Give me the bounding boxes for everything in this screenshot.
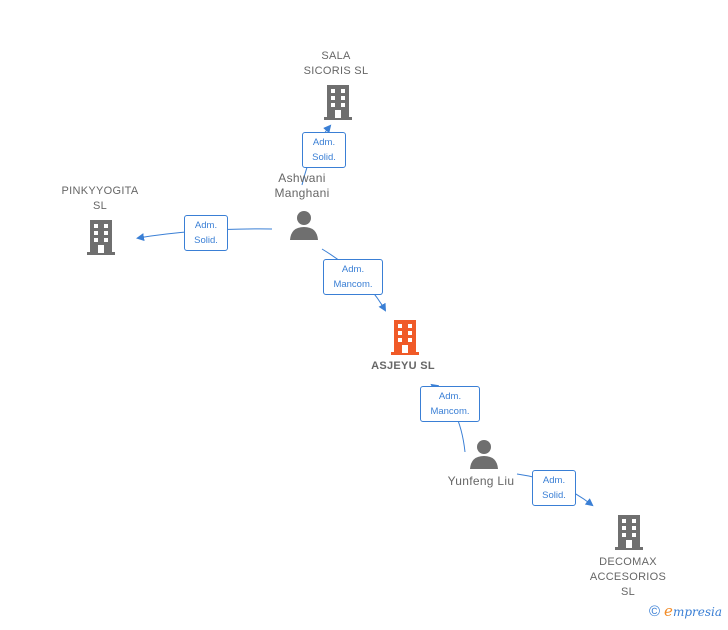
building-icon[interactable] bbox=[322, 84, 354, 120]
person-icon[interactable] bbox=[289, 210, 319, 240]
edge-label-adm-mancom[interactable]: Adm. Mancom. bbox=[420, 386, 480, 422]
edge-label-adm-solid[interactable]: Adm. Solid. bbox=[302, 132, 346, 168]
building-icon[interactable] bbox=[613, 514, 645, 550]
node-label-ashwani-manghani: Ashwani Manghani bbox=[274, 171, 330, 200]
person-icon[interactable] bbox=[469, 439, 499, 469]
node-label-pinkyyogita: PINKYYOGITA SL bbox=[61, 185, 139, 212]
node-label-yunfeng-liu: Yunfeng Liu bbox=[447, 474, 515, 488]
node-label-decomax-accesorios: DECOMAX ACCESORIOS SL bbox=[589, 556, 667, 598]
brand-logo-text: mpresia bbox=[672, 605, 722, 619]
empresia-watermark: ©empresia bbox=[649, 602, 722, 620]
node-label-asjeyu: ASJEYU SL bbox=[371, 360, 435, 372]
edge-label-adm-solid[interactable]: Adm. Solid. bbox=[532, 470, 576, 506]
brand-logo-e: e bbox=[664, 602, 673, 620]
node-label-sala-sicoris: SALA SICORIS SL bbox=[303, 50, 369, 77]
copyright-icon: © bbox=[648, 603, 661, 620]
edge-label-adm-mancom[interactable]: Adm. Mancom. bbox=[323, 259, 383, 295]
building-icon[interactable] bbox=[85, 219, 117, 255]
edge-label-adm-solid[interactable]: Adm. Solid. bbox=[184, 215, 228, 251]
building-icon-focus[interactable] bbox=[389, 319, 421, 355]
